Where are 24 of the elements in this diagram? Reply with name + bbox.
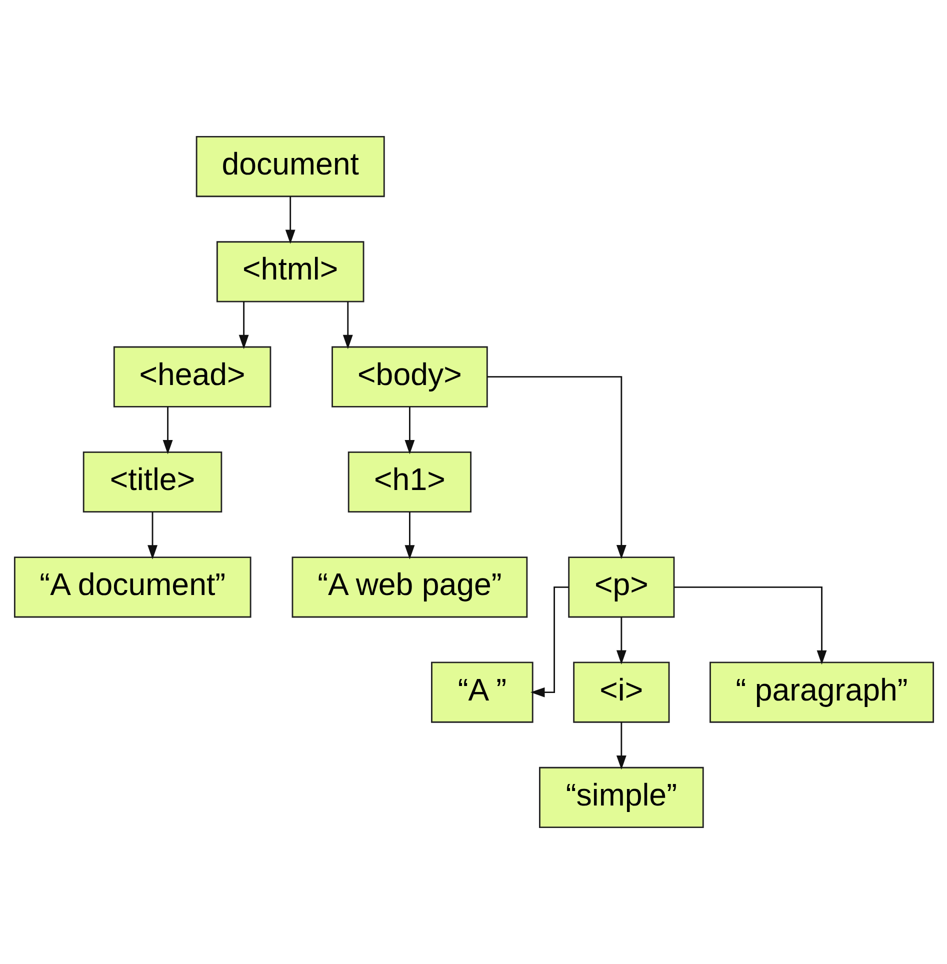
node-box: <i> <box>572 662 670 723</box>
node-box: “ paragraph” <box>709 662 934 723</box>
node-box: <html> <box>216 241 364 302</box>
arrow <box>404 406 414 454</box>
node-box: <body> <box>331 346 488 408</box>
arrow <box>238 302 248 350</box>
arrow <box>147 512 157 560</box>
arrow <box>486 376 626 560</box>
arrow <box>616 617 626 665</box>
arrow <box>162 406 172 454</box>
node-box: <h1> <box>347 451 472 513</box>
node-box: “A ” <box>430 662 533 723</box>
arrow <box>342 302 352 350</box>
node-box: “A web page” <box>291 556 528 618</box>
node-box: <title> <box>82 451 222 513</box>
node-box: <head> <box>112 346 271 408</box>
node-box: <p> <box>568 556 674 618</box>
arrow <box>616 722 626 770</box>
arrow <box>284 196 295 244</box>
arrow <box>674 586 826 665</box>
node-box: “simple” <box>538 766 704 828</box>
node-box: document <box>195 136 384 198</box>
arrow <box>404 512 414 560</box>
node-box: “A document” <box>13 556 251 618</box>
